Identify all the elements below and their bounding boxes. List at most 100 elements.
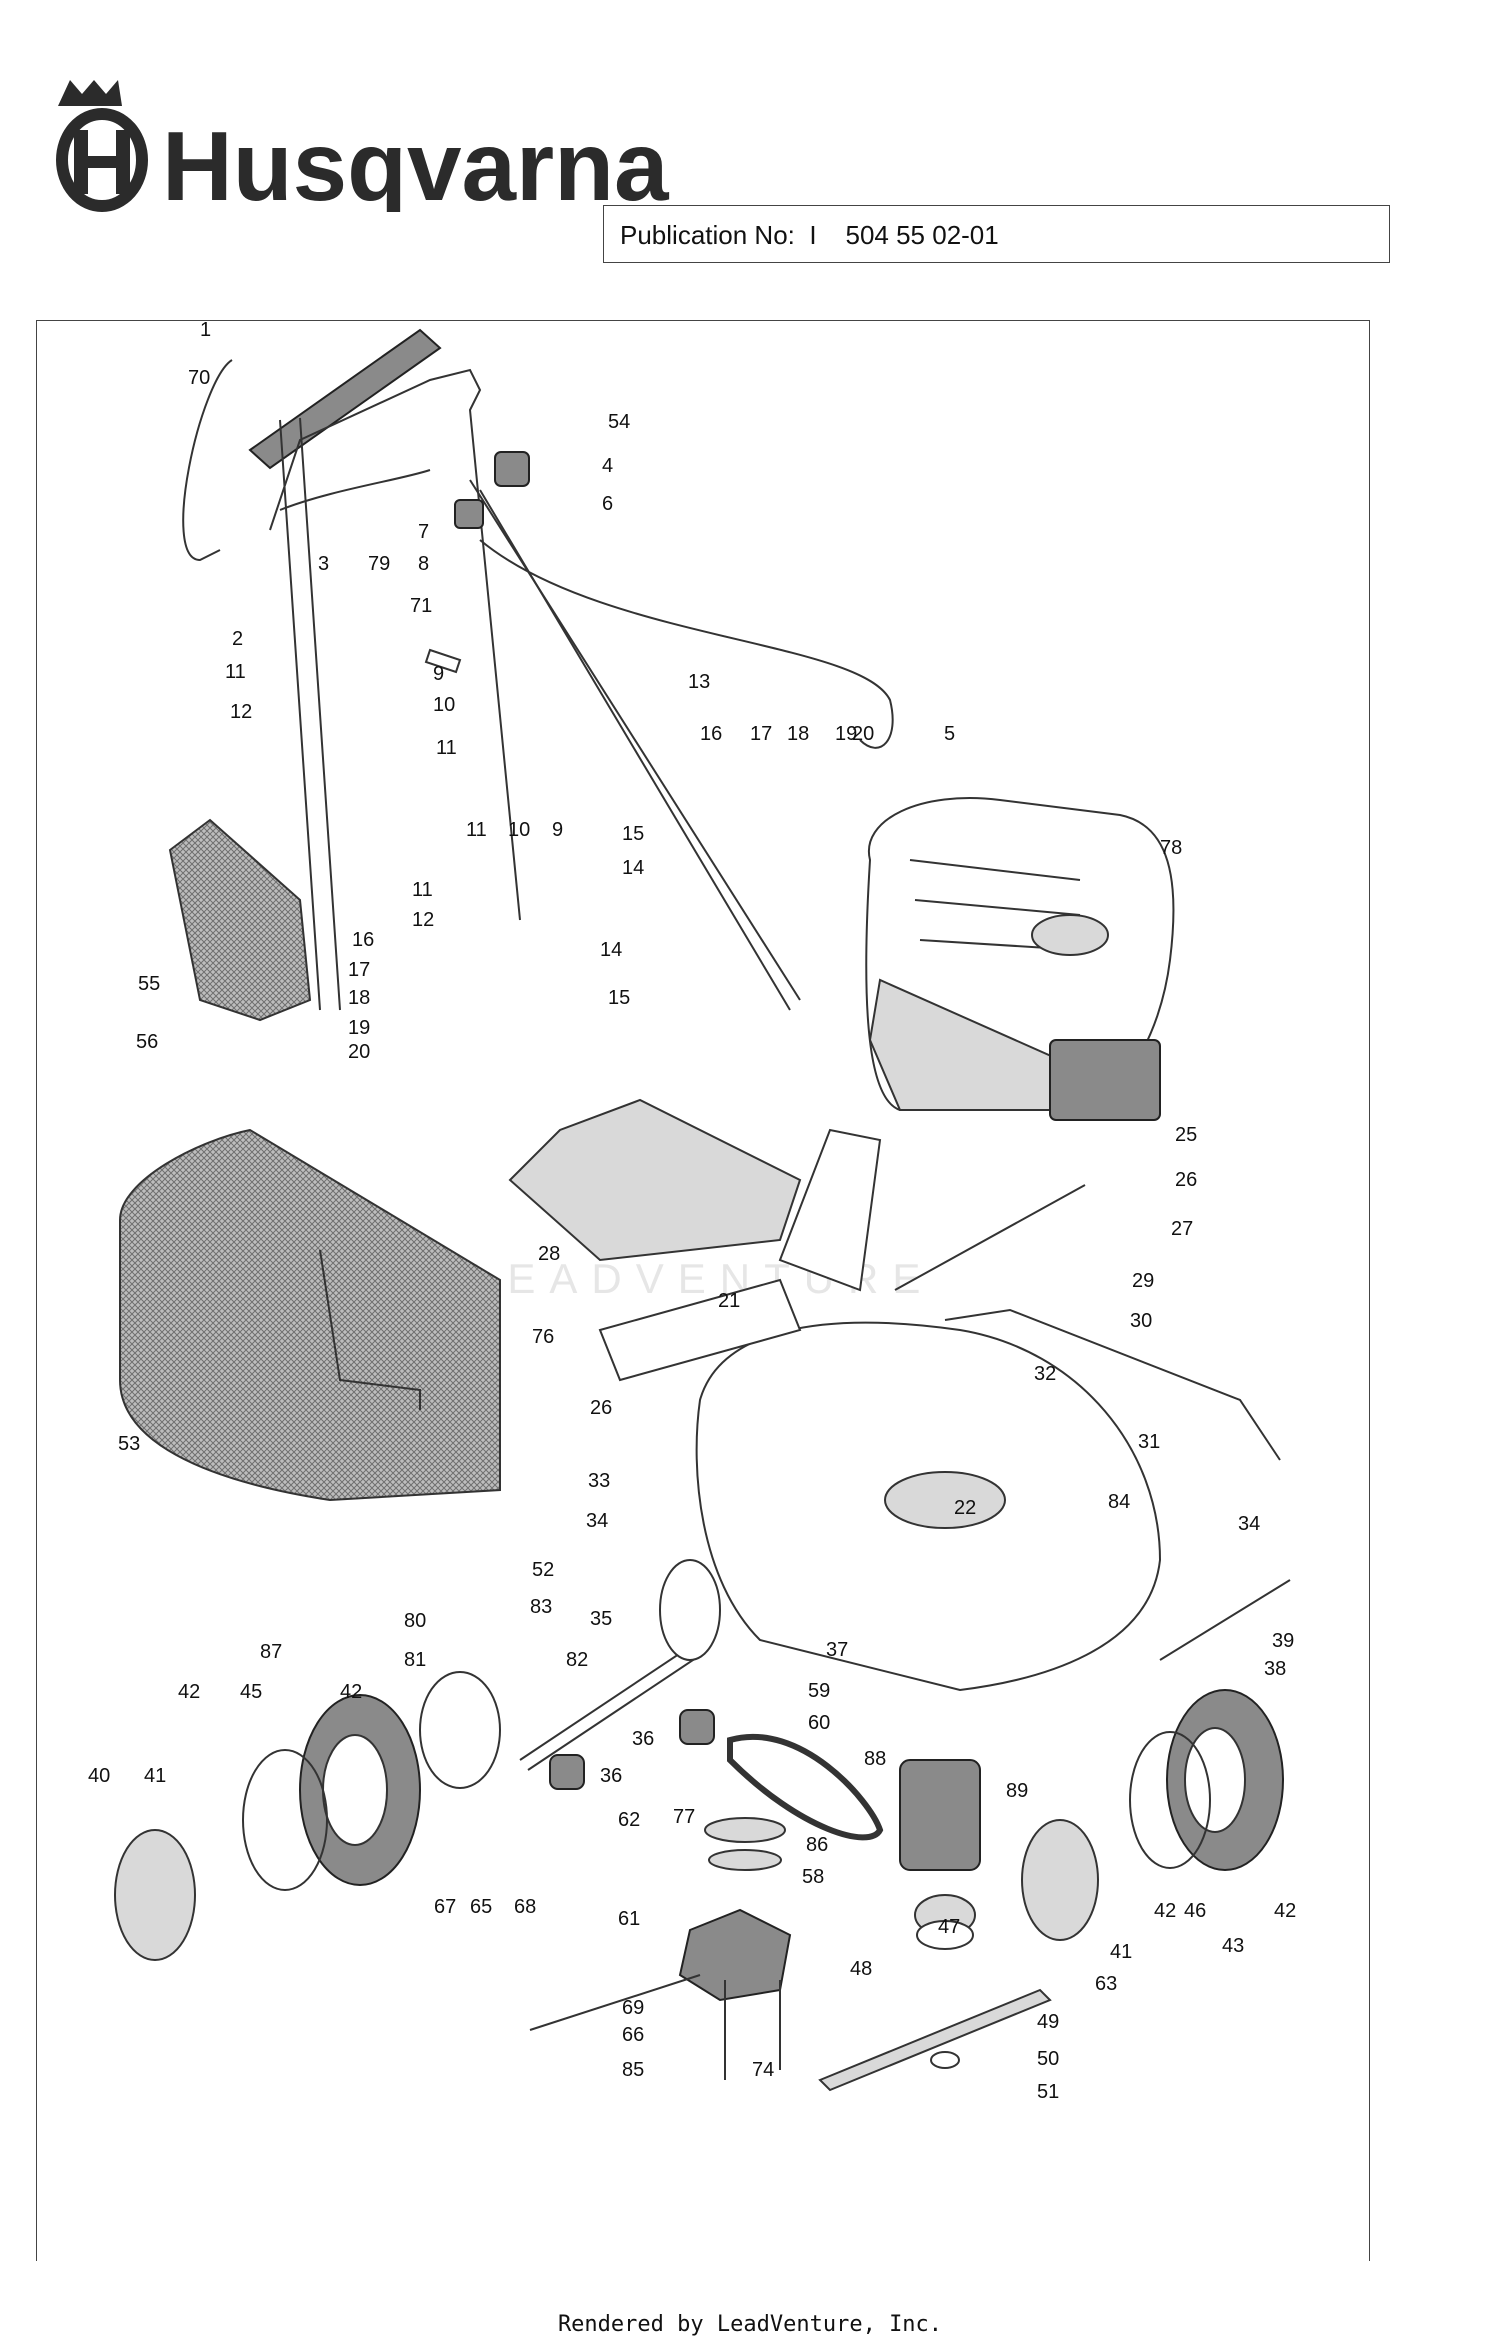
engine: [865, 797, 1175, 1121]
part-callout: 29: [1132, 1270, 1154, 1292]
part-callout: 36: [600, 1765, 622, 1787]
part-callout: 60: [808, 1712, 830, 1734]
part-callout: 52: [532, 1559, 554, 1581]
part-callout: 12: [412, 909, 434, 931]
rear-flap: [508, 1098, 802, 1262]
part-callout: 89: [1006, 1780, 1028, 1802]
part-callout: 19: [348, 1017, 370, 1039]
left-wheel: [114, 1671, 715, 1961]
part-callout: 37: [826, 1639, 848, 1661]
part-callout: 17: [750, 723, 772, 745]
part-callout: 87: [260, 1641, 282, 1663]
part-callout: 26: [590, 1397, 612, 1419]
render-credit: Rendered by LeadVenture, Inc.: [557, 2312, 943, 2337]
part-callout: 82: [566, 1649, 588, 1671]
part-callout: 74: [752, 2059, 774, 2081]
publication-number-box: Publication No: I 504 55 02-01: [603, 205, 1390, 263]
part-callout: 35: [590, 1608, 612, 1630]
diagram-frame: [36, 320, 1370, 2261]
part-callout: 14: [622, 857, 644, 879]
blade-assembly: [818, 1759, 1052, 2092]
part-callout: 48: [850, 1958, 872, 1980]
part-callout: 30: [1130, 1310, 1152, 1332]
part-callout: 4: [602, 455, 613, 477]
publication-separator: I: [809, 220, 817, 250]
part-callout: 76: [532, 1326, 554, 1348]
part-callout: 26: [1175, 1169, 1197, 1191]
part-callout: 54: [608, 411, 630, 433]
part-callout: 34: [586, 1510, 608, 1532]
part-callout: 38: [1264, 1658, 1286, 1680]
catcher-lid: [168, 818, 312, 1022]
handle-assembly: [182, 328, 894, 1011]
part-callout: 16: [352, 929, 374, 951]
part-callout: 12: [230, 701, 252, 723]
part-callout: 2: [232, 628, 243, 650]
part-callout: 63: [1095, 1973, 1117, 1995]
part-callout: 58: [802, 1866, 824, 1888]
part-callout: 42: [1274, 1900, 1296, 1922]
part-callout: 66: [622, 2024, 644, 2046]
part-callout: 15: [608, 987, 630, 1009]
grass-bag: [119, 1128, 501, 1502]
part-callout: 80: [404, 1610, 426, 1632]
part-callout: 42: [1154, 1900, 1176, 1922]
part-callout: 34: [1238, 1513, 1260, 1535]
publication-label: Publication No:: [620, 220, 795, 250]
part-callout: 11: [466, 819, 487, 841]
part-callout: 20: [852, 723, 874, 745]
part-callout: 36: [632, 1728, 654, 1750]
part-callout: 3: [318, 553, 329, 575]
part-callout: 42: [340, 1681, 362, 1703]
part-callout: 6: [602, 493, 613, 515]
part-callout: 20: [348, 1041, 370, 1063]
part-callout: 46: [1184, 1900, 1206, 1922]
part-callout: 21: [718, 1290, 740, 1312]
part-callout: 19: [835, 723, 857, 745]
part-callout: 69: [622, 1997, 644, 2019]
right-wheel: [1021, 1579, 1291, 1941]
part-callout: 70: [188, 367, 210, 389]
part-callout: 15: [622, 823, 644, 845]
part-callout: 67: [434, 1896, 456, 1918]
part-callout: 13: [688, 671, 710, 693]
rods: [894, 1184, 1281, 1461]
part-callout: 53: [118, 1433, 140, 1455]
part-callout: 47: [938, 1916, 960, 1938]
part-callout: 33: [588, 1470, 610, 1492]
part-callout: 71: [410, 595, 432, 617]
part-callout: 56: [136, 1031, 158, 1053]
rear-axle: [519, 1559, 721, 1771]
part-callout: 84: [1108, 1491, 1130, 1513]
part-callout: 39: [1272, 1630, 1294, 1652]
part-callout: 25: [1175, 1124, 1197, 1146]
part-callout: 9: [552, 819, 563, 841]
part-callout: 68: [514, 1896, 536, 1918]
part-callout: 79: [368, 553, 390, 575]
part-callout: 41: [144, 1765, 166, 1787]
part-callout: 61: [618, 1908, 640, 1930]
part-callout: 43: [1222, 1935, 1244, 1957]
part-callout: 45: [240, 1681, 262, 1703]
publication-number: 504 55 02-01: [845, 220, 999, 250]
part-callout: 11: [436, 737, 457, 759]
part-callout: 42: [178, 1681, 200, 1703]
part-callout: 86: [806, 1834, 828, 1856]
part-callout: 11: [412, 879, 433, 901]
part-callout: 78: [1160, 837, 1182, 859]
part-callout: 18: [787, 723, 809, 745]
husqvarna-logo: Husqvarna: [52, 72, 712, 221]
part-callout: 17: [348, 959, 370, 981]
part-callout: 51: [1037, 2081, 1059, 2103]
part-callout: 55: [138, 973, 160, 995]
part-callout: 31: [1138, 1431, 1160, 1453]
part-callout: 50: [1037, 2048, 1059, 2070]
part-callout: 81: [404, 1649, 426, 1671]
part-callout: 62: [618, 1809, 640, 1831]
part-callout: 11: [225, 661, 246, 683]
part-callout: 77: [673, 1806, 695, 1828]
part-callout: 88: [864, 1748, 886, 1770]
part-callout: 28: [538, 1243, 560, 1265]
